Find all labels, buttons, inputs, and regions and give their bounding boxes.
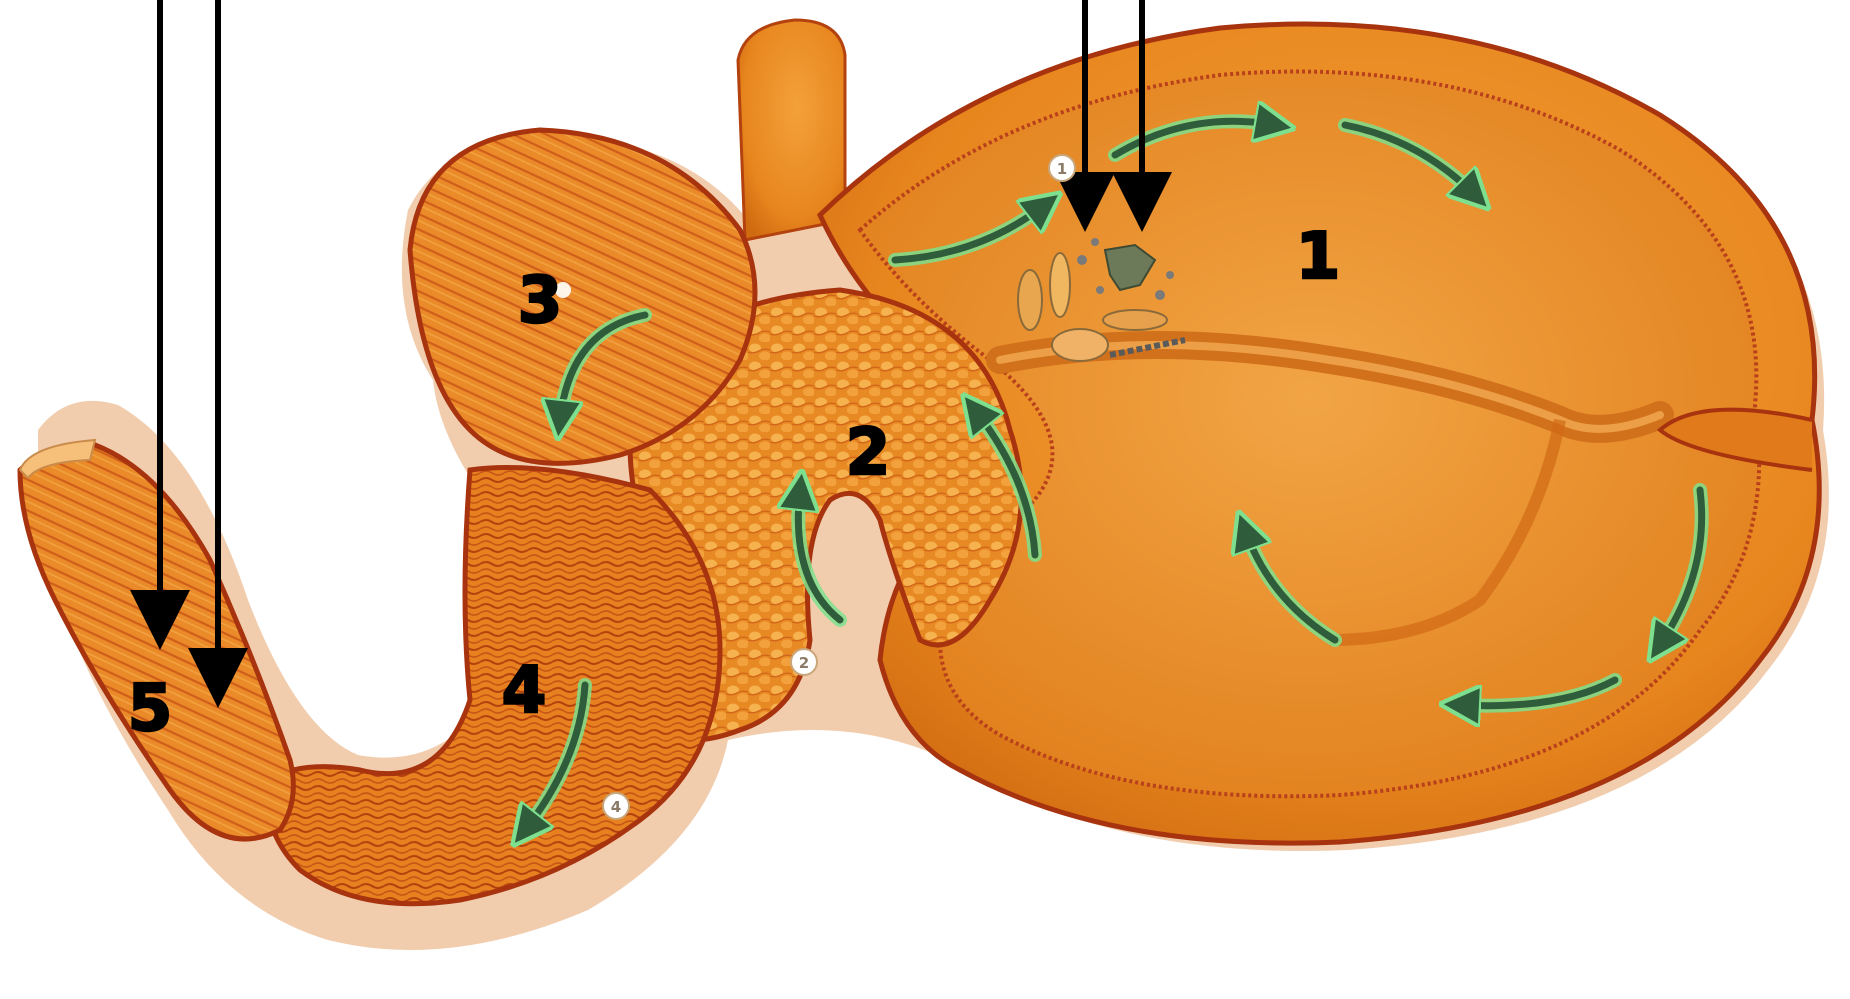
stomach-body — [20, 20, 1829, 950]
marker-rumen: 1 — [1057, 160, 1067, 178]
marker-reticulum: 2 — [799, 654, 809, 672]
marker-abomasum: 4 — [611, 798, 621, 816]
label-omasum: 3 — [518, 264, 563, 338]
label-reticulum: 2 — [846, 416, 891, 490]
label-rumen: 1 — [1296, 220, 1341, 294]
label-duodenum: 5 — [128, 672, 173, 746]
label-abomasum: 4 — [502, 654, 547, 728]
